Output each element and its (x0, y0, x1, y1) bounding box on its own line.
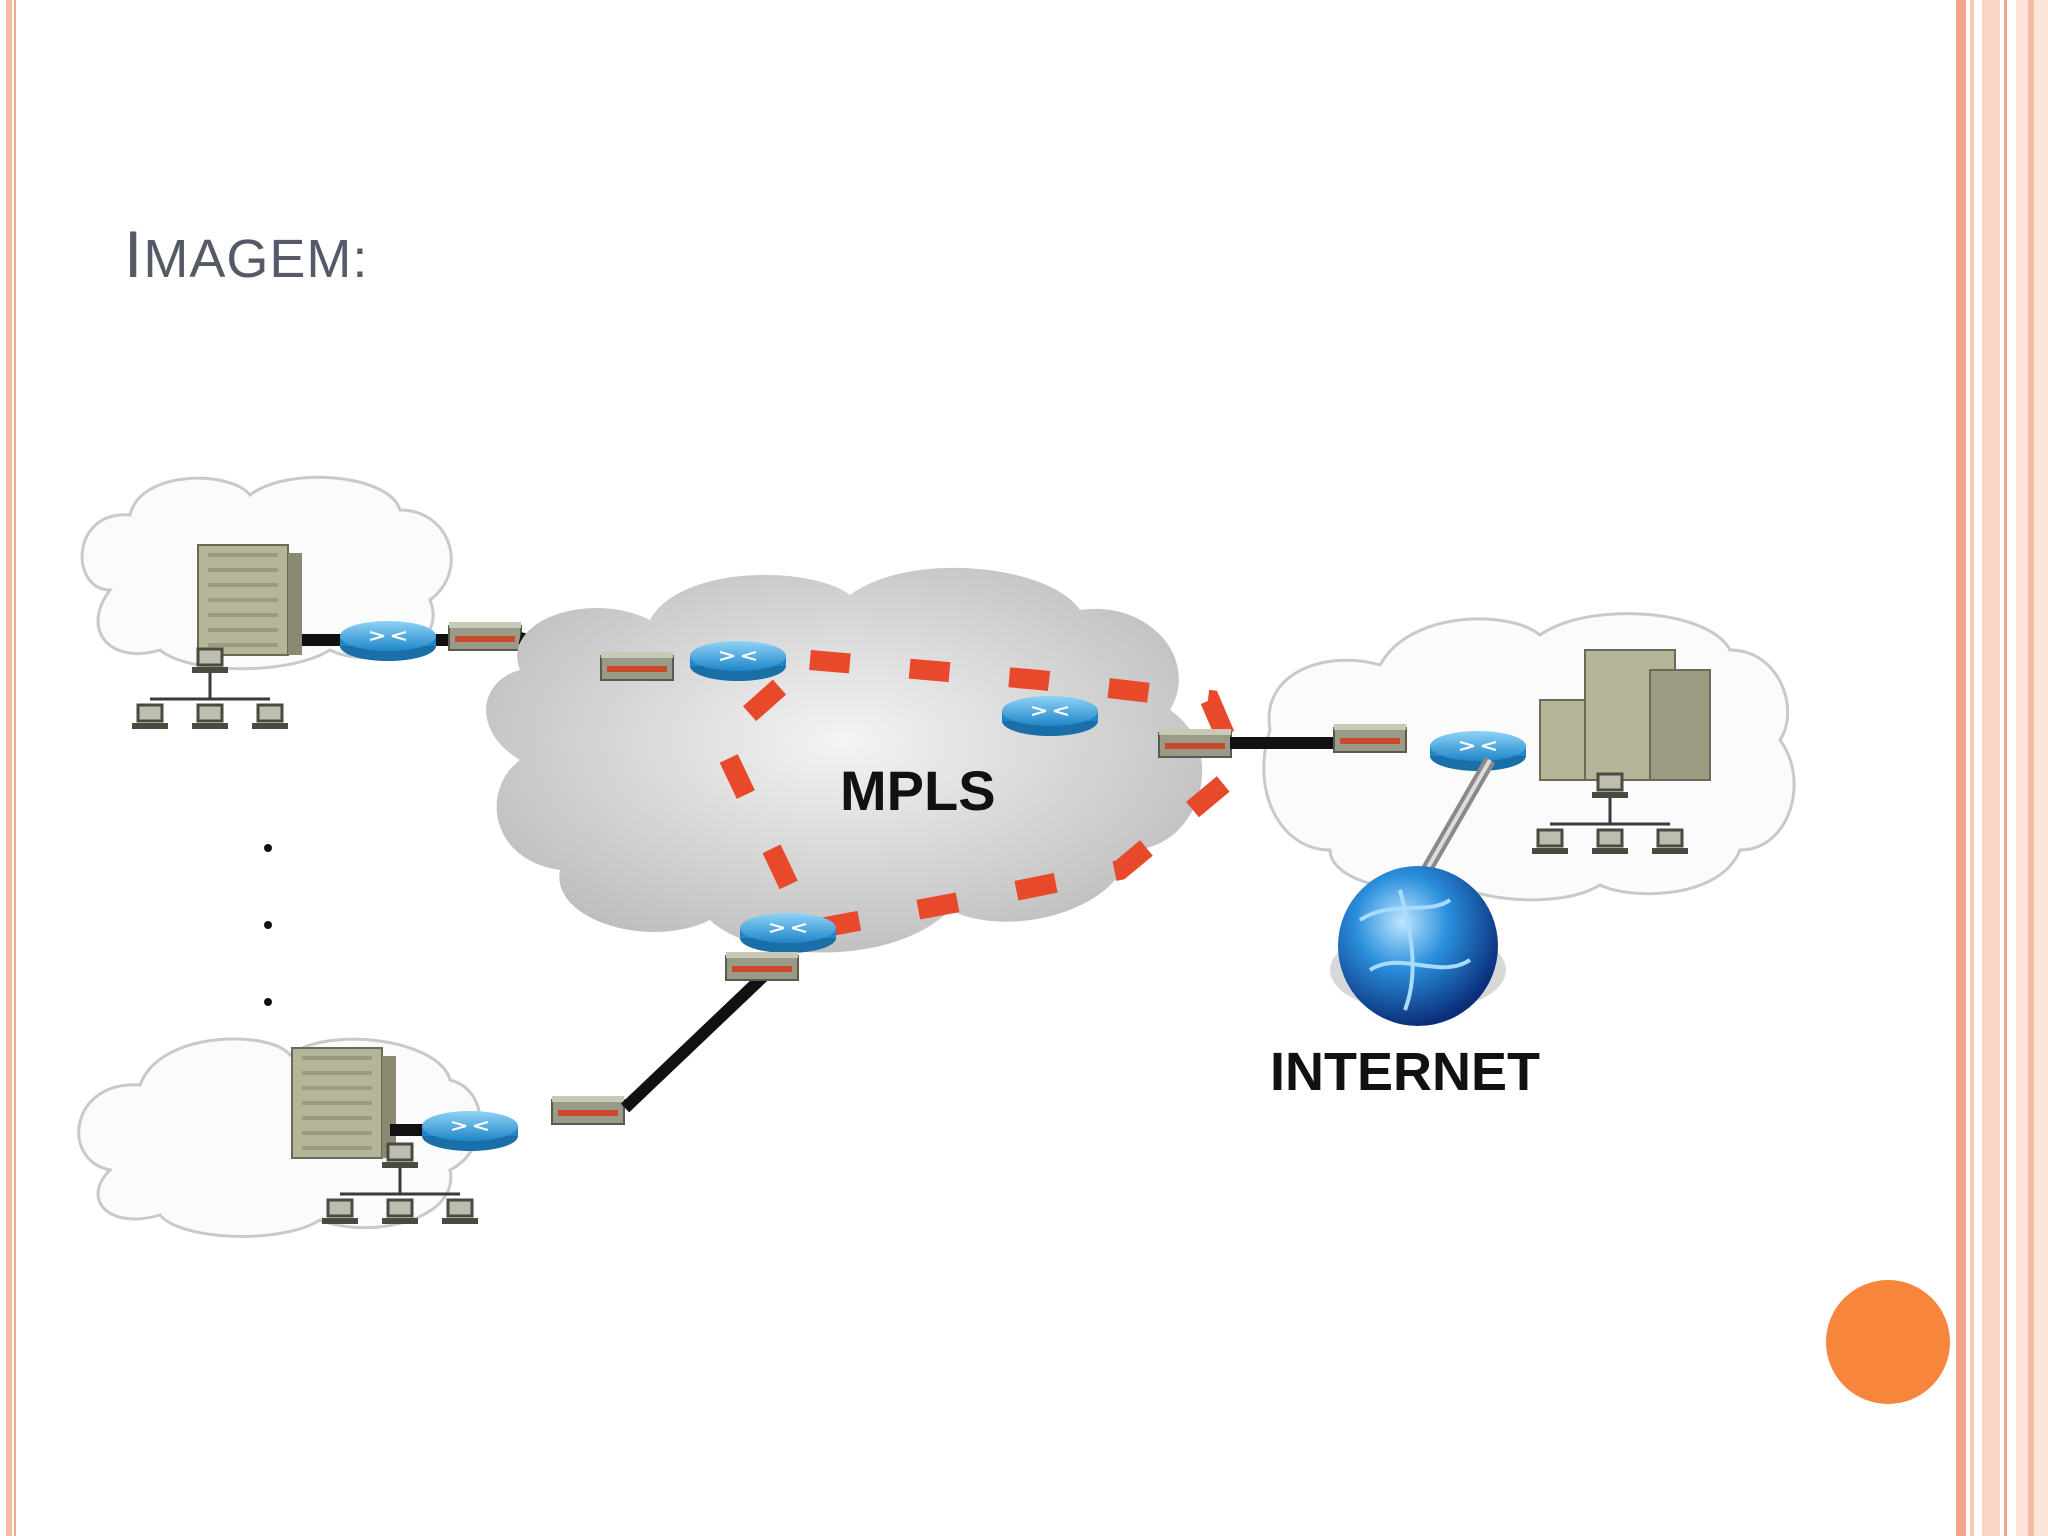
server-icon (1539, 649, 1711, 781)
switch-icon (600, 651, 674, 681)
router-icon (739, 912, 837, 954)
server-icon (196, 543, 304, 657)
slide-title: IMAGEM: (124, 216, 368, 292)
switch-icon (551, 1095, 625, 1125)
mpls-path (707, 649, 1253, 942)
router-icon (1001, 695, 1099, 737)
server-icon (290, 1046, 398, 1160)
switch-icon (1158, 728, 1232, 758)
left-border (0, 0, 24, 1536)
router-icon (421, 1110, 519, 1152)
title-first-letter: I (124, 217, 144, 291)
ellipsis-dot (264, 844, 272, 852)
switch-icon (1333, 723, 1407, 753)
router-icon (339, 620, 437, 662)
ellipsis-dot (264, 921, 272, 929)
internet-label: INTERNET (1270, 1042, 1540, 1102)
title-rest: MAGEM: (143, 229, 369, 289)
site-cloud-right (1262, 612, 1796, 902)
decorative-circle (1826, 1280, 1950, 1404)
mpls-label: MPLS (840, 759, 996, 822)
router-icon (1429, 730, 1527, 772)
switch-icon (725, 951, 799, 981)
site-cloud-bottom-left (77, 1037, 482, 1238)
switch-icon (448, 621, 522, 651)
mpls-network-diagram: MPLS INTERNET (77, 475, 1796, 1238)
globe-icon (1330, 866, 1506, 1026)
ellipsis-dot (264, 998, 272, 1006)
router-icon (689, 640, 787, 682)
right-border (1956, 0, 2048, 1536)
